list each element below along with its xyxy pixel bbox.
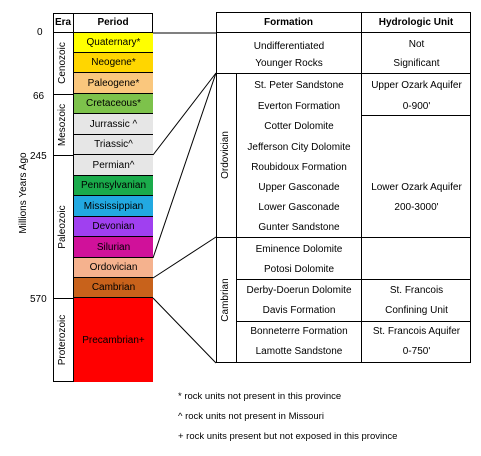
formation-st-peter: St. Peter Sandstone: [254, 80, 344, 91]
formation-bonneterre: Bonneterre Formation: [250, 326, 348, 337]
formation-gunter: Gunter Sandstone: [258, 222, 340, 233]
formation-roubidoux: Roubidoux Formation: [251, 162, 347, 173]
hydro-upper-ozark-range: 0-900': [402, 101, 431, 112]
period-quaternary: Quaternary*: [74, 33, 153, 53]
tick-label-66: 66: [33, 91, 45, 102]
row-divider: [361, 115, 471, 116]
period-pennsylvanian: Pennsylvanian: [74, 176, 153, 196]
formation-header: Formation: [216, 12, 362, 33]
connector-ordovician-bottom: [152, 236, 217, 279]
tick-label-570: 570: [30, 294, 47, 305]
hydro-significant: Significant: [393, 58, 440, 69]
period-triassic: Triassic^: [74, 135, 153, 155]
tick-label-245: 245: [30, 151, 47, 162]
formation-table: [216, 12, 471, 363]
period-cambrian: Cambrian: [74, 278, 153, 298]
period-mississippian: Mississippian: [74, 196, 153, 217]
period-ordovician: Ordovician: [74, 258, 153, 278]
hydro-header: Hydrologic Unit: [361, 12, 471, 33]
formation-lamotte: Lamotte Sandstone: [255, 346, 343, 357]
period-header: Period: [73, 13, 153, 33]
period-jurassic: Jurrassic ^: [74, 114, 153, 135]
formation-potosi: Potosi Dolomite: [263, 264, 335, 275]
column-divider: [361, 32, 362, 363]
era-column: [53, 32, 74, 382]
era-header: Era: [53, 13, 74, 33]
hydro-lower-ozark: Lower Ozark Aquifer: [371, 182, 462, 193]
connector-ordovician-top: [152, 72, 217, 259]
note-caret: ^ rock units not present in Missouri: [178, 411, 324, 422]
row-divider: [216, 237, 471, 238]
era-divider: [53, 94, 74, 95]
formation-derby-doerun: Derby-Doerun Dolomite: [246, 285, 352, 296]
connector-cenozoic-bottom: [152, 72, 217, 156]
period-silurian: Silurian: [74, 237, 153, 258]
formation-jefferson-city: Jefferson City Dolomite: [247, 142, 351, 153]
note-plus: + rock units present but not exposed in …: [178, 431, 398, 442]
formation-lower-gasconade: Lower Gasconade: [258, 202, 340, 213]
period-precambrian: Precambrian+: [74, 298, 153, 382]
hydro-st-francois-aquifer-range: 0-750': [402, 346, 431, 357]
system-divider: [236, 73, 237, 363]
period-devonian: Devonian: [74, 217, 153, 237]
row-divider: [236, 279, 471, 280]
row-divider: [216, 73, 471, 74]
formation-undiff-1: Undifferentiated: [253, 41, 325, 52]
period-paleogene: Paleogene*: [74, 73, 153, 94]
connector-cambrian-bottom: [152, 297, 217, 364]
hydro-st-francois-aquifer: St. Francois Aquifer: [372, 326, 461, 337]
era-divider: [53, 155, 74, 156]
formation-davis: Davis Formation: [262, 305, 336, 316]
era-divider: [53, 298, 74, 299]
row-divider: [236, 321, 471, 322]
formation-undiff-2: Younger Rocks: [255, 58, 323, 69]
tick-label-0: 0: [37, 27, 43, 38]
hydro-st-francois: St. Francois: [389, 285, 444, 296]
hydro-lower-ozark-range: 200-3000': [394, 202, 439, 213]
note-asterisk: * rock units not present in this provinc…: [178, 391, 342, 402]
period-cretaceous: Cretaceous*: [74, 94, 153, 114]
hydro-confining-unit: Confining Unit: [385, 305, 448, 316]
period-neogene: Neogene*: [74, 53, 153, 73]
hydro-upper-ozark: Upper Ozark Aquifer: [371, 80, 462, 91]
hydro-not: Not: [408, 39, 425, 50]
formation-upper-gasconade: Upper Gasconade: [258, 182, 340, 193]
period-permian: Permian^: [74, 155, 153, 176]
formation-cotter: Cotter Dolomite: [264, 121, 334, 132]
formation-eminence: Eminence Dolomite: [255, 244, 343, 255]
formation-everton: Everton Formation: [257, 101, 341, 112]
